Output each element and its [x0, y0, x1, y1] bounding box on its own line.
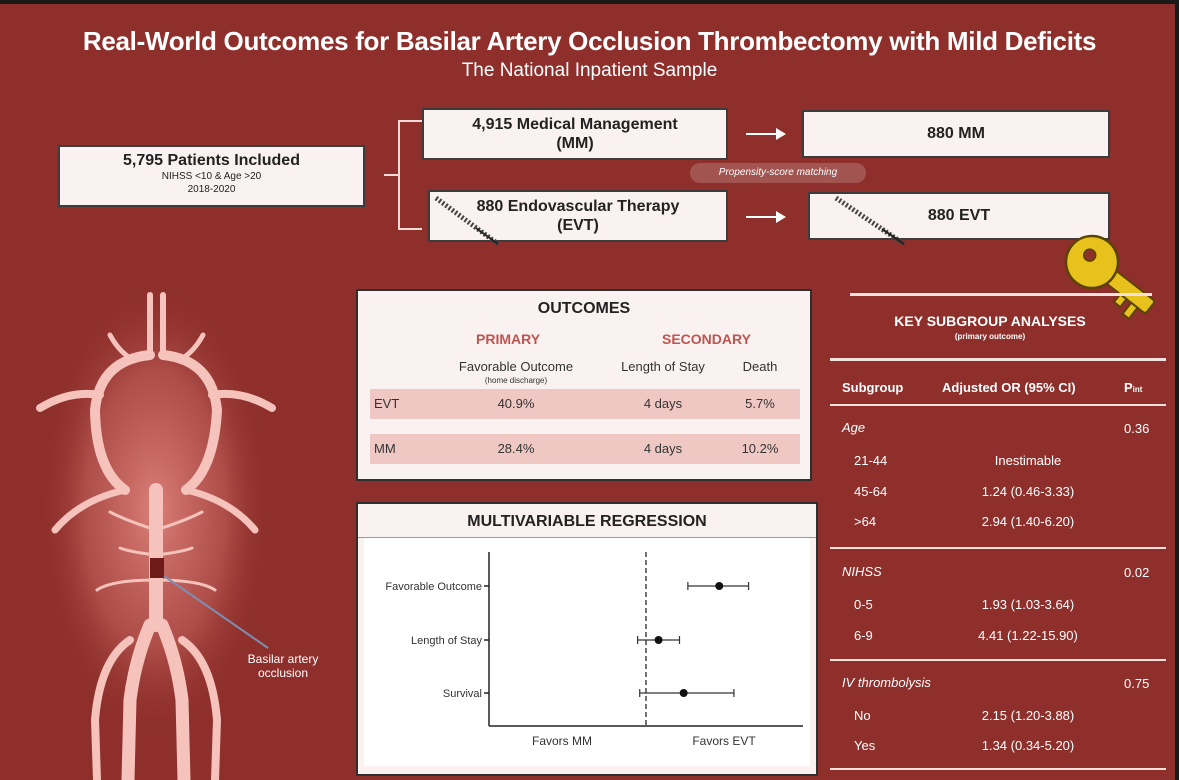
regression-title: MULTIVARIABLE REGRESSION: [467, 513, 707, 530]
p-age: 0.36: [1124, 421, 1150, 436]
artery-illustration: [36, 280, 276, 780]
col-p: P: [1124, 380, 1133, 395]
matched-evt-count: 880 EVT: [927, 207, 991, 224]
subgroup-item-or: 1.93 (1.03-3.64): [981, 597, 1075, 612]
key-icon: [1064, 234, 1156, 321]
outcomes-title: OUTCOMES: [537, 300, 631, 317]
y-tick-label: Favorable Outcome: [385, 581, 482, 593]
subgroup-separator: [830, 659, 1166, 661]
endovascular-box: 880 Endovascular Therapy (EVT): [428, 190, 728, 242]
subgroup-item-or: 1.24 (0.46-3.33): [981, 484, 1075, 499]
endovascular-line1: 880 Endovascular Therapy: [476, 198, 680, 215]
outcome-los: 4 days: [643, 441, 683, 456]
included-years: 2018-2020: [187, 184, 236, 195]
outcome-death: 5.7%: [745, 396, 775, 411]
subgroup-item-label: 6-9: [854, 628, 873, 643]
outcome-group: EVT: [374, 396, 400, 411]
col-p-sub: int: [1132, 385, 1143, 394]
basilar-occlusion-label: Basilar artery occlusion: [228, 652, 338, 680]
subgroup-item-label: 45-64: [854, 484, 888, 499]
plot-area: [364, 538, 810, 766]
col-length-of-stay: Length of Stay: [621, 359, 705, 374]
outcome-row-evt: EVT 40.9% 4 days 5.7%: [370, 389, 800, 419]
top-border: [0, 0, 1179, 4]
right-border: [1175, 0, 1179, 780]
basilar-label-line2: occlusion: [257, 666, 309, 680]
subgroup-subtitle: (primary outcome): [954, 332, 1026, 341]
subgroup-bottom-line: [830, 768, 1166, 770]
catheter-icon: [834, 195, 906, 247]
estimate-point: [715, 582, 724, 590]
split-connector: [384, 174, 400, 176]
arrow-mm: [746, 128, 786, 140]
estimate-point: [679, 689, 688, 697]
medical-management-box: 4,915 Medical Management (MM): [422, 108, 728, 160]
outcome-row-mm: MM 28.4% 4 days 10.2%: [370, 434, 800, 464]
subgroup-item-or: 2.94 (1.40-6.20): [981, 514, 1075, 529]
subgroup-item-label: Yes: [854, 738, 876, 753]
basilar-label-line1: Basilar artery: [247, 652, 319, 666]
outcomes-panel: OUTCOMES PRIMARY SECONDARY Favorable Out…: [356, 289, 812, 481]
group-iv-thrombolysis: IV thrombolysis: [842, 675, 931, 690]
endovascular-line2: (EVT): [557, 217, 599, 234]
outcome-group: MM: [374, 441, 396, 456]
subgroup-item-or: 1.34 (0.34-5.20): [981, 738, 1075, 753]
subgroup-item-or: 4.41 (1.22-15.90): [978, 628, 1078, 643]
col-death: Death: [742, 359, 778, 374]
page-title: Real-World Outcomes for Basilar Artery O…: [82, 26, 1097, 56]
col-p-interaction: Pint: [1124, 380, 1142, 395]
arrow-evt: [746, 211, 786, 223]
subgroup-separator: [830, 547, 1166, 549]
col-favorable: Favorable Outcome: [458, 359, 574, 374]
primary-label: PRIMARY: [476, 331, 541, 347]
p-iv-thrombolysis: 0.75: [1124, 676, 1150, 691]
p-nihss: 0.02: [1124, 565, 1150, 580]
subgroup-top-line: [850, 293, 1152, 296]
subgroup-item-or: Inestimable: [994, 453, 1062, 468]
subgroup-item-label: 0-5: [854, 597, 873, 612]
outcome-death: 10.2%: [741, 441, 779, 456]
group-nihss: NIHSS: [842, 564, 882, 579]
medical-management-line1: 4,915 Medical Management: [472, 116, 678, 133]
outcome-favorable: 40.9%: [497, 396, 535, 411]
col-adjusted-or: Adjusted OR (95% CI): [942, 380, 1076, 395]
y-tick-label: Length of Stay: [411, 635, 482, 647]
split-bracket: [398, 120, 422, 230]
outcome-favorable: 28.4%: [497, 441, 535, 456]
page-subtitle: The National Inpatient Sample: [461, 60, 718, 81]
medical-management-line2: (MM): [556, 135, 594, 152]
subgroup-item-label: No: [854, 708, 871, 723]
catheter-icon: [434, 195, 500, 247]
matched-mm-count: 880 MM: [927, 125, 985, 142]
matched-mm-box: 880 MM: [802, 110, 1110, 158]
subgroup-title: KEY SUBGROUP ANALYSES: [894, 313, 1086, 329]
included-criteria: NIHSS <10 & Age >20: [161, 171, 262, 182]
col-favorable-sub: (home discharge): [484, 376, 548, 385]
regression-divider: [358, 537, 816, 538]
group-age: Age: [842, 420, 866, 435]
y-tick-label: Survival: [443, 688, 482, 700]
subgroup-item-label: >64: [854, 514, 877, 529]
subgroup-header-line: [830, 358, 1166, 361]
matching-label: Propensity-score matching: [690, 163, 866, 183]
subgroup-item-or: 2.15 (1.20-3.88): [981, 708, 1075, 723]
included-count: 5,795 Patients Included: [123, 152, 300, 169]
regression-panel: MULTIVARIABLE REGRESSION Favorable Outco…: [356, 502, 818, 776]
subgroup-item-label: 21-44: [854, 453, 888, 468]
favors-evt-label: Favors EVT: [692, 734, 756, 748]
subgroup-col-line: [830, 404, 1166, 406]
estimate-point: [654, 636, 663, 644]
col-subgroup: Subgroup: [842, 380, 904, 395]
favors-mm-label: Favors MM: [532, 734, 592, 748]
outcome-los: 4 days: [643, 396, 683, 411]
secondary-label: SECONDARY: [662, 331, 751, 347]
included-box: 5,795 Patients Included NIHSS <10 & Age …: [58, 145, 365, 207]
